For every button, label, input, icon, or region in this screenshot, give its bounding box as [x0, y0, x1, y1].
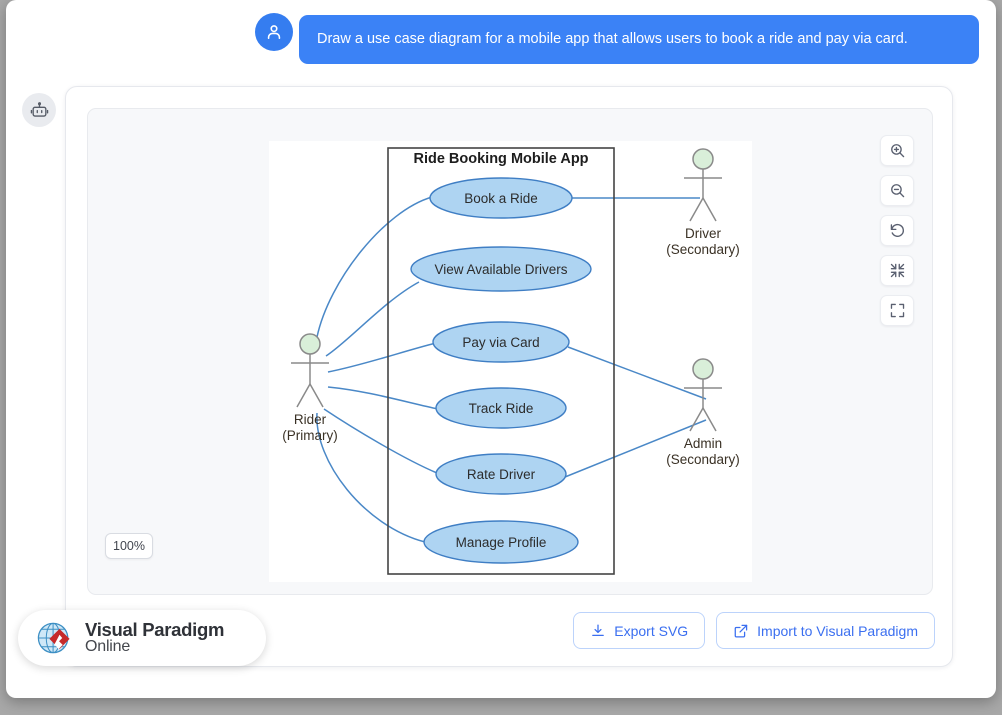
- brand-sub: Online: [85, 639, 224, 655]
- association-rider-view: [326, 282, 419, 356]
- actor-figure: [291, 334, 329, 407]
- actor-role: (Primary): [282, 428, 338, 443]
- card-action-bar: Export SVG Import to Visual Paradigm: [573, 612, 935, 649]
- actor-legs: [690, 408, 716, 431]
- actor-role: (Secondary): [666, 452, 740, 467]
- expand-corners-icon: [889, 302, 906, 319]
- use-case-shapes: Book a Ride View Available Drivers Pay v…: [411, 178, 591, 563]
- user-message-bubble: Draw a use case diagram for a mobile app…: [299, 15, 979, 64]
- export-svg-button[interactable]: Export SVG: [573, 612, 705, 649]
- actor-head: [693, 359, 713, 379]
- download-icon: [590, 623, 606, 639]
- use-case-diagram: Ride Booking Mobile App Book a Ride View…: [269, 141, 752, 582]
- zoom-out-button[interactable]: [880, 175, 914, 206]
- magnifier-minus-icon: [889, 182, 906, 199]
- actor-rider[interactable]: Rider (Primary): [282, 334, 338, 443]
- external-link-icon: [733, 623, 749, 639]
- reset-view-button[interactable]: [880, 215, 914, 246]
- bot-avatar: [22, 93, 56, 127]
- user-message-text: Draw a use case diagram for a mobile app…: [317, 30, 908, 49]
- chat-prompt-row: Draw a use case diagram for a mobile app…: [6, 0, 996, 78]
- association-rider-track: [328, 387, 438, 409]
- robot-icon: [30, 101, 49, 120]
- diagram-response-card: Ride Booking Mobile App Book a Ride View…: [65, 86, 953, 667]
- actor-role: (Secondary): [666, 242, 740, 257]
- import-visual-paradigm-button[interactable]: Import to Visual Paradigm: [716, 612, 935, 649]
- association-admin-pay: [568, 347, 706, 399]
- magnifier-plus-icon: [889, 142, 906, 159]
- use-case-manage-profile[interactable]: Manage Profile: [424, 521, 578, 563]
- fullscreen-button[interactable]: [880, 295, 914, 326]
- use-case-label: Track Ride: [469, 401, 534, 416]
- use-case-label: View Available Drivers: [434, 262, 567, 277]
- export-svg-label: Export SVG: [614, 623, 688, 639]
- diagram-viewport[interactable]: Ride Booking Mobile App Book a Ride View…: [87, 108, 933, 595]
- fit-to-screen-button[interactable]: [880, 255, 914, 286]
- use-case-pay-via-card[interactable]: Pay via Card: [433, 322, 569, 362]
- diagram-toolbar: [880, 135, 914, 326]
- association-rider-rate: [324, 409, 437, 473]
- use-case-track-ride[interactable]: Track Ride: [436, 388, 566, 428]
- actor-legs: [690, 198, 716, 221]
- brand-name: Visual Paradigm: [85, 621, 224, 640]
- use-case-label: Manage Profile: [456, 535, 547, 550]
- actor-name: Driver: [685, 226, 722, 241]
- globe-diamond-icon: [32, 616, 76, 660]
- zoom-level-badge[interactable]: 100%: [105, 533, 153, 559]
- rotate-ccw-icon: [889, 222, 906, 239]
- use-case-label: Pay via Card: [462, 335, 539, 350]
- actor-name: Rider: [294, 412, 327, 427]
- use-case-view-available-drivers[interactable]: View Available Drivers: [411, 247, 591, 291]
- app-window: Draw a use case diagram for a mobile app…: [6, 0, 996, 698]
- actor-driver[interactable]: Driver (Secondary): [666, 149, 740, 257]
- actor-legs: [297, 384, 323, 407]
- actor-figure: [684, 359, 722, 431]
- association-rider-pay: [328, 343, 436, 372]
- actor-admin[interactable]: Admin (Secondary): [666, 359, 740, 467]
- diagram-canvas[interactable]: Ride Booking Mobile App Book a Ride View…: [269, 141, 752, 582]
- visual-paradigm-wordmark: Visual Paradigm Online: [85, 621, 224, 656]
- use-case-label: Book a Ride: [464, 191, 538, 206]
- system-boundary-title: Ride Booking Mobile App: [413, 151, 588, 167]
- user-avatar: [255, 13, 293, 51]
- user-icon: [264, 22, 284, 42]
- visual-paradigm-badge[interactable]: Visual Paradigm Online: [18, 610, 266, 666]
- shrink-arrows-icon: [889, 262, 906, 279]
- use-case-rate-driver[interactable]: Rate Driver: [436, 454, 566, 494]
- import-visual-paradigm-label: Import to Visual Paradigm: [757, 623, 918, 639]
- zoom-in-button[interactable]: [880, 135, 914, 166]
- actor-head: [300, 334, 320, 354]
- actor-head: [693, 149, 713, 169]
- use-case-label: Rate Driver: [467, 467, 536, 482]
- actor-figure: [684, 149, 722, 221]
- actor-name: Admin: [684, 436, 722, 451]
- use-case-book-a-ride[interactable]: Book a Ride: [430, 178, 572, 218]
